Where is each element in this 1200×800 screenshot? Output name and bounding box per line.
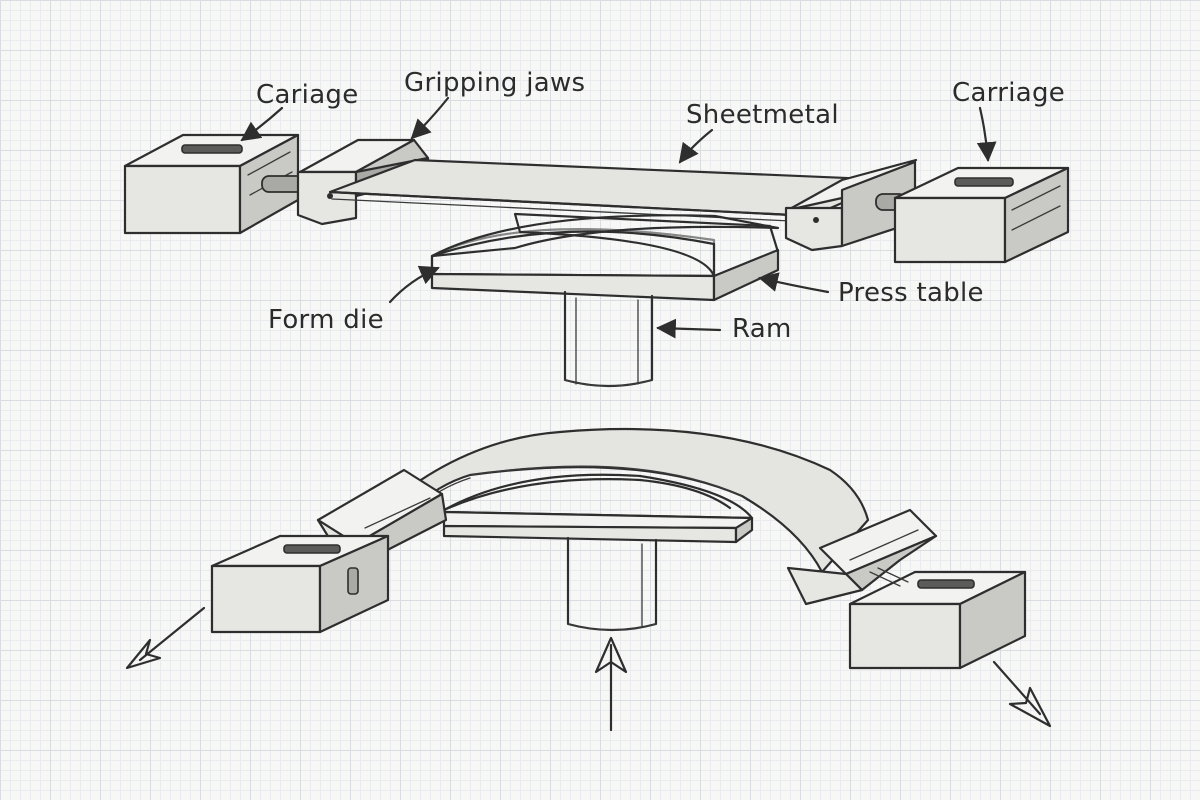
right-carriage xyxy=(893,166,1070,264)
bottom-form-die xyxy=(442,473,754,520)
bottom-right-gripping-jaw xyxy=(786,508,938,606)
bottom-left-carriage xyxy=(210,534,390,634)
label-left-carriage: Cariage xyxy=(256,80,359,110)
leader-arrows xyxy=(240,96,997,339)
label-right-carriage: Carriage xyxy=(952,78,1066,108)
left-carriage xyxy=(123,133,300,235)
bottom-right-carriage xyxy=(848,567,1027,670)
ram-push-arrow xyxy=(594,636,628,732)
motion-arrows xyxy=(125,606,1052,732)
top-press-table xyxy=(430,248,780,302)
label-sheetmetal: Sheetmetal xyxy=(686,100,839,130)
label-ram: Ram xyxy=(732,314,792,344)
left-pull-arrow xyxy=(125,606,206,670)
right-pull-arrow xyxy=(992,660,1052,728)
bottom-ram xyxy=(566,536,658,632)
label-gripping-jaws: Gripping jaws xyxy=(404,68,586,98)
label-press-table: Press table xyxy=(838,278,984,308)
label-form-die: Form die xyxy=(268,305,384,335)
bottom-press-table xyxy=(442,510,754,544)
top-ram xyxy=(563,290,654,388)
top-form-die xyxy=(430,212,780,278)
